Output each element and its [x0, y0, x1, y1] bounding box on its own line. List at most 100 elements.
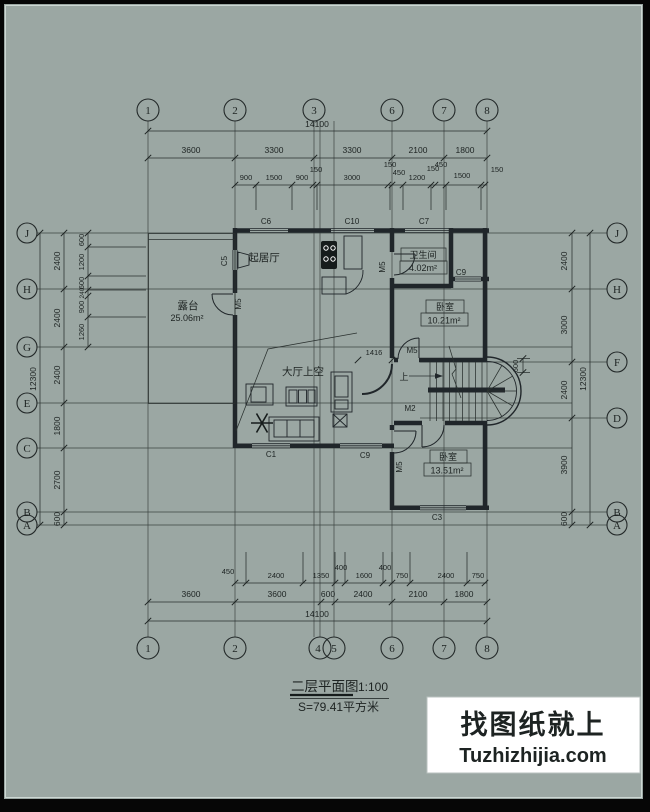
dim-text: 1800	[456, 145, 475, 155]
dim-text: 2400	[559, 380, 569, 399]
window-label: C7	[419, 217, 430, 226]
door-label: M5	[395, 461, 404, 473]
stair-arrow-head	[435, 373, 443, 379]
door-label: M2	[404, 404, 416, 413]
stair-break-line	[448, 345, 462, 399]
dim-text: 150	[427, 164, 440, 173]
axis-circles-left: J H G E C B A	[16, 222, 38, 536]
kitchen-counter-curve	[345, 269, 364, 295]
dim-text: 600	[321, 589, 335, 599]
dim-text: 600	[511, 360, 520, 373]
window-label: C5	[220, 255, 229, 266]
room-label-living: 起居厅	[248, 252, 280, 264]
dim-text: 12300	[578, 367, 588, 391]
window-label: C10	[345, 217, 360, 226]
dim-text: 1260	[77, 324, 86, 341]
axis-label: A	[23, 520, 31, 532]
drawing-scale: 1:100	[358, 680, 388, 694]
axis-label: H	[613, 284, 621, 296]
dim-text: 3900	[559, 455, 569, 474]
axis-label: G	[23, 342, 31, 354]
window-label: C9	[360, 451, 371, 460]
stair-center-rail	[428, 387, 505, 393]
dim-text: 2400	[268, 571, 285, 580]
dim-text: 1600	[356, 571, 373, 580]
dim-text: 3300	[343, 145, 362, 155]
axis-label: 7	[441, 643, 447, 655]
dim-text: 150	[310, 165, 323, 174]
door-label: M5	[378, 261, 387, 273]
dim-text: 900	[77, 301, 86, 314]
axis-label: 3	[311, 105, 317, 117]
dim-text: 2400	[52, 251, 62, 270]
dim-text: 14100	[305, 609, 329, 619]
dim-text: 900	[296, 173, 309, 182]
cabinet	[330, 371, 353, 413]
dimensions-right: 2400 3000 2400 3900 600 12300 600	[511, 229, 594, 529]
sofa	[268, 416, 320, 442]
dim-text: 3300	[265, 145, 284, 155]
dim-text: 600	[559, 512, 569, 526]
dim-text: 600	[77, 277, 86, 290]
dim-text: 1800	[52, 416, 62, 435]
kitchen-counter	[343, 235, 363, 270]
drawing-area: S=79.41平方米	[298, 699, 379, 714]
dim-text: 2400	[52, 308, 62, 327]
room-labels: C6 C10 C7 C5 C9 C1 C9 C3 M5 M5 M5 M2 M5 …	[170, 217, 472, 522]
watermark: 找图纸就上 Tuzhizhijia.com	[426, 696, 641, 774]
door-m5-bath	[393, 253, 416, 276]
plant	[251, 413, 273, 433]
dim-text: 1200	[409, 173, 426, 182]
room-label-hall: 大厅上空	[282, 365, 324, 378]
room-area-bed1: 10.21m²	[427, 316, 460, 326]
stairs	[409, 345, 522, 426]
door-label: M5	[234, 298, 243, 310]
watermark-text-url: Tuzhizhijia.com	[459, 745, 606, 767]
curved-wall	[361, 363, 393, 395]
wall-speaker	[237, 251, 250, 269]
window-c3	[420, 505, 466, 511]
dim-text: 2400	[52, 365, 62, 384]
inner-frame-line	[5, 5, 642, 798]
doors	[211, 253, 445, 454]
dim-text: 450	[393, 168, 406, 177]
axis-label: 7	[441, 105, 447, 117]
dim-text: 3000	[559, 315, 569, 334]
dim-text: 1800	[455, 589, 474, 599]
watermark-text-cn: 找图纸就上	[461, 709, 606, 740]
axis-label: 6	[389, 105, 395, 117]
room-label-terrace: 露台	[178, 299, 199, 312]
window-c1	[252, 443, 290, 449]
stair-up-label: 上	[399, 372, 408, 382]
axis-label: 4	[315, 643, 321, 655]
window-c6	[250, 228, 288, 233]
axis-label: C	[23, 443, 30, 455]
axis-label: J	[25, 228, 30, 240]
hall-void: 1416	[235, 332, 396, 432]
paper-background	[4, 4, 643, 799]
axis-label: F	[614, 357, 620, 369]
windows	[232, 228, 481, 511]
dim-text: 450	[435, 160, 448, 169]
window-c10	[331, 228, 374, 233]
axis-label: 8	[484, 105, 490, 117]
window-c9-upper	[455, 276, 481, 282]
axis-label: H	[23, 284, 31, 296]
dim-text: 2700	[52, 470, 62, 489]
dim-text: 14100	[305, 119, 329, 129]
door-m5-bedroom1	[397, 337, 420, 360]
stove	[321, 241, 337, 269]
dim-text: 3000	[344, 173, 361, 182]
title-block: 二层平面图 1:100 S=79.41平方米	[290, 679, 389, 714]
dim-text: 600	[77, 234, 86, 247]
dim-text: 400	[379, 563, 392, 572]
dim-text: 1200	[77, 254, 86, 271]
drawing-title: 二层平面图	[291, 679, 359, 694]
side-table	[332, 413, 348, 428]
axis-label: E	[24, 398, 31, 410]
axis-label: 1	[145, 643, 151, 655]
dimensions-top: 14100 3600 3300 3300 2100 1800 900 1500 …	[144, 119, 503, 210]
dim-text: 2100	[409, 589, 428, 599]
